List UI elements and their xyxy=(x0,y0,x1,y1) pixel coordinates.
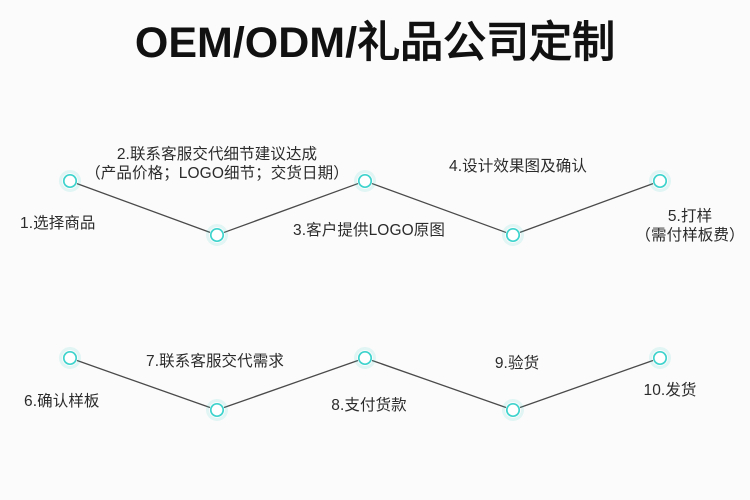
flow-node-hit-node-9[interactable] xyxy=(502,399,524,421)
step-label-line1: 7.联系客服交代需求 xyxy=(146,353,284,370)
step-label-8: 8.支付货款 xyxy=(331,396,407,415)
step-label-line1: 8.支付货款 xyxy=(331,397,407,414)
step-label-10: 10.发货 xyxy=(643,381,696,400)
connector-line xyxy=(519,359,654,409)
step-label-6: 6.确认样板 xyxy=(24,392,100,411)
flow-node-hit-node-3[interactable] xyxy=(354,170,376,192)
flow-node-hit-node-6[interactable] xyxy=(59,347,81,369)
step-label-line1: 3.客户提供LOGO原图 xyxy=(293,222,445,239)
step-label-5: 5.打样 （需付样板费） xyxy=(635,207,744,245)
connector-line xyxy=(76,182,211,234)
step-label-line1: 1.选择商品 xyxy=(20,215,96,232)
step-label-line1: 2.联系客服交代细节建议达成 xyxy=(116,146,318,163)
flow-node-hit-node-10[interactable] xyxy=(649,347,671,369)
page-title: OEM/ODM/礼品公司定制 xyxy=(134,19,616,67)
step-label-line1: 9.验货 xyxy=(494,355,540,372)
step-label-line2: （产品价格；LOGO细节；交货日期） xyxy=(85,165,349,182)
connector-lines xyxy=(76,182,654,409)
step-label-line1: 5.打样 xyxy=(667,208,713,225)
step-label-7: 7.联系客服交代需求 xyxy=(146,352,284,371)
flow-node-hit-node-5[interactable] xyxy=(649,170,671,192)
step-label-line1: 6.确认样板 xyxy=(24,393,100,410)
flow-node-hit-node-1[interactable] xyxy=(59,170,81,192)
flow-node-hit-node-7[interactable] xyxy=(206,399,228,421)
flow-node-hit-node-4[interactable] xyxy=(502,224,524,246)
flow-nodes xyxy=(59,170,671,421)
step-label-1: 1.选择商品 xyxy=(20,214,96,233)
step-label-4: 4.设计效果图及确认 xyxy=(449,157,587,176)
step-label-3: 3.客户提供LOGO原图 xyxy=(293,221,445,240)
step-label-2: 2.联系客服交代细节建议达成 （产品价格；LOGO细节；交货日期） xyxy=(85,145,349,183)
step-label-line2: （需付样板费） xyxy=(635,227,745,244)
flow-node-hit-node-2[interactable] xyxy=(206,224,228,246)
step-label-9: 9.验货 xyxy=(495,354,539,373)
flow-node-hit-node-8[interactable] xyxy=(354,347,376,369)
step-label-line1: 4.设计效果图及确认 xyxy=(449,158,587,175)
step-label-line1: 10.发货 xyxy=(643,382,697,399)
connector-line xyxy=(519,182,654,234)
